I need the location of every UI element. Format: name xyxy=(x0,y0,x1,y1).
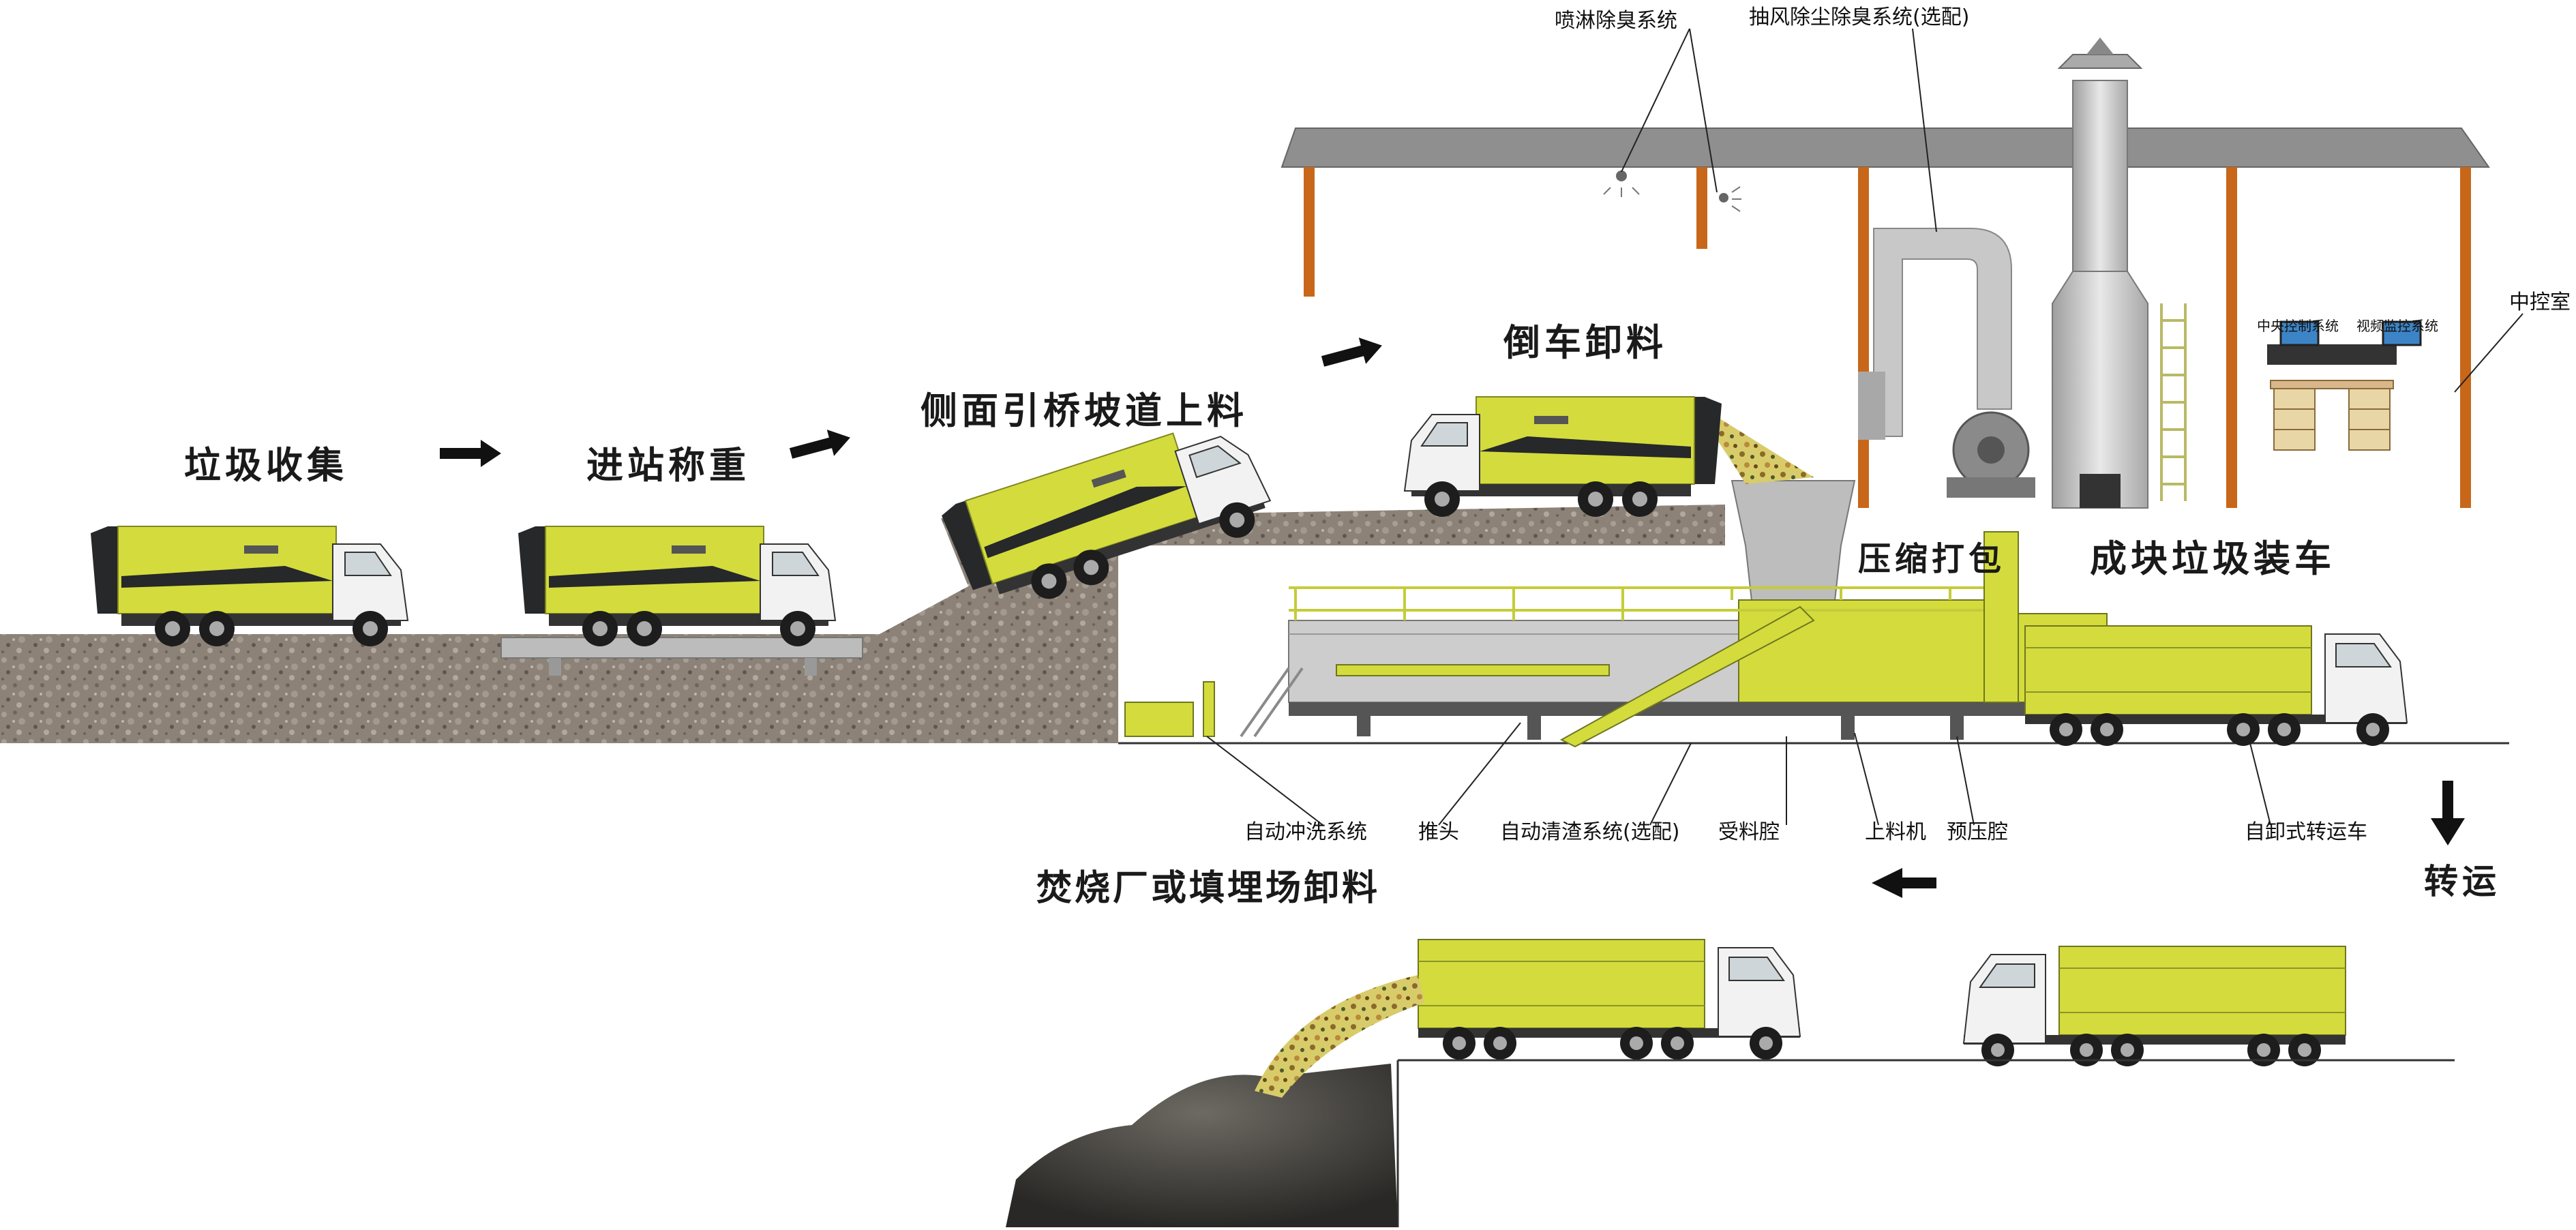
truck-reverse-unload xyxy=(1404,396,1722,518)
stage-transfer: 转运 xyxy=(2424,861,2500,901)
truck-dumping xyxy=(1418,939,1801,1060)
stage-ramp: 侧面引桥坡道上料 xyxy=(920,389,1248,432)
shed-roof xyxy=(1280,127,2490,168)
arrow-right-icon xyxy=(440,440,501,467)
stage-reverse-unload: 倒车卸料 xyxy=(1503,320,1667,364)
label-spray: 喷淋除臭系统 xyxy=(1555,9,1677,33)
stage-incineration: 焚烧厂或填埋场卸料 xyxy=(1036,867,1381,909)
stage-weighing: 进站称重 xyxy=(586,443,750,487)
label-precompress: 预压腔 xyxy=(1947,820,2008,844)
stage-load-block: 成块垃圾装车 xyxy=(2090,537,2335,580)
arrow-down-icon xyxy=(2431,781,2465,845)
arrow-right-icon xyxy=(787,424,854,467)
label-receiving: 受料腔 xyxy=(1718,820,1780,844)
truck-loading xyxy=(2024,625,2408,747)
arrow-left-icon xyxy=(1872,868,1936,898)
label-feeder: 上料机 xyxy=(1865,820,1926,844)
landfill-pile xyxy=(1006,1064,1398,1227)
auto-wash-unit xyxy=(1124,702,1194,737)
sprinkler-icon xyxy=(1603,170,1741,212)
label-video-monitor: 视频监控系统 xyxy=(2356,318,2438,334)
ground-platform xyxy=(0,634,880,743)
stage-collection: 垃圾收集 xyxy=(184,443,348,487)
label-auto-clean: 自动清渣系统(选配) xyxy=(1500,820,1680,844)
label-central-control: 中央控制系统 xyxy=(2257,318,2339,334)
label-auto-wash: 自动冲洗系统 xyxy=(1244,820,1367,844)
truck-transfer xyxy=(1963,946,2346,1067)
control-desk xyxy=(2267,320,2422,451)
exhaust-duct xyxy=(1873,228,2012,437)
label-control-room: 中控室 xyxy=(2509,290,2571,314)
scrubber-tower xyxy=(2052,271,2148,509)
stage-compress: 压缩打包 xyxy=(1858,540,2006,578)
label-pusher: 推头 xyxy=(1418,820,1459,844)
label-dump-truck: 自卸式转运车 xyxy=(2245,820,2367,844)
arrow-right-icon xyxy=(1319,332,1386,375)
truck-collection xyxy=(90,526,408,647)
truck-weighing xyxy=(518,526,836,647)
label-exhaust: 抽风除尘除臭系统(选配) xyxy=(1749,5,1970,29)
chimney xyxy=(2072,80,2128,272)
